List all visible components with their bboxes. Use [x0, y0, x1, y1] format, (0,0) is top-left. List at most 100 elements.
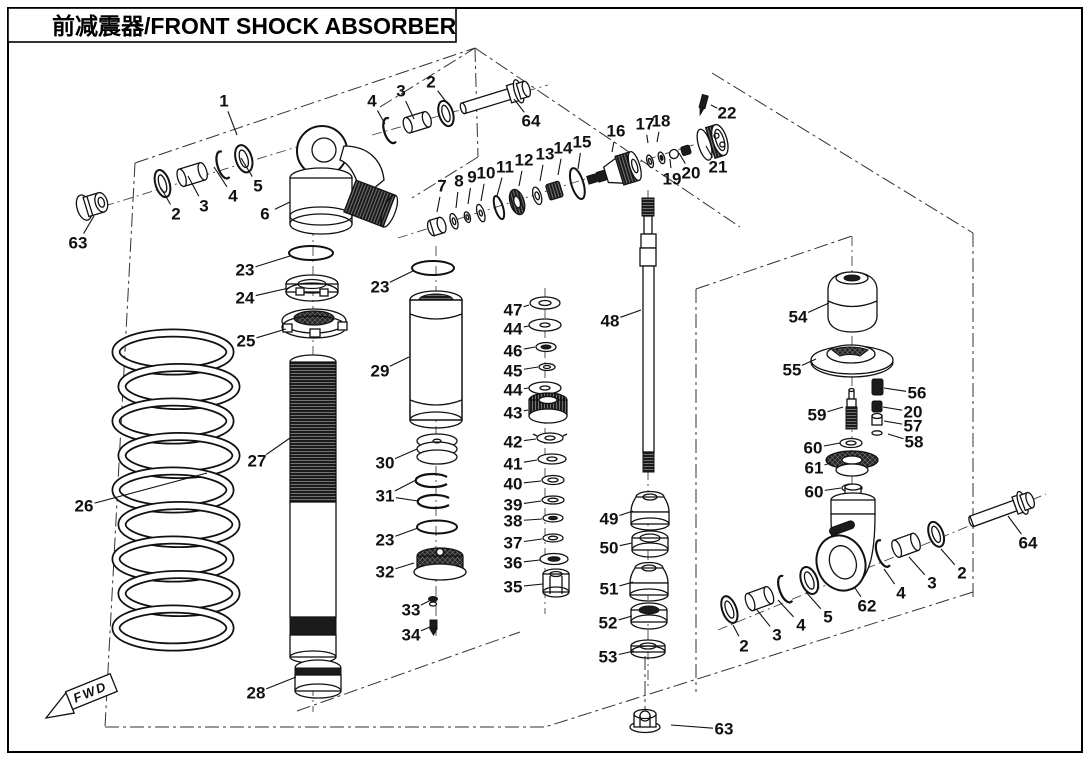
- part-2-seal-washer: [153, 169, 172, 199]
- callout-label-50: 50: [600, 539, 619, 558]
- part-group-reservoir-column: [409, 260, 467, 636]
- part-57-cap: [871, 412, 883, 426]
- part-24-lock-nut: [285, 274, 339, 302]
- callout-label-39: 39: [504, 496, 523, 515]
- callout-label-18: 18: [652, 112, 671, 131]
- callout-leader-line: [908, 556, 926, 576]
- part-23-o-ring: [288, 245, 334, 261]
- callout-leader-line: [805, 591, 822, 610]
- callout-leader-line: [394, 479, 417, 492]
- callout-leader-line: [646, 134, 649, 144]
- title-block: 前减震器/FRONT SHOCK ABSORBER: [7, 7, 457, 43]
- part-64-bolt: [968, 490, 1036, 528]
- callout-leader-line: [669, 158, 672, 169]
- part-group-shim-stack: [528, 296, 570, 598]
- callout-leader-line: [523, 583, 544, 587]
- part-16-adjuster-rod: [586, 150, 642, 186]
- callout-label-11: 11: [496, 158, 514, 177]
- part-5-bearing: [234, 144, 254, 174]
- part-9-washer: [463, 211, 472, 224]
- callout-label-6: 6: [260, 205, 269, 224]
- callout-leader-line: [523, 459, 538, 463]
- part-62-bottom-eyelet: [815, 483, 876, 592]
- part-44-washer: [528, 381, 562, 395]
- part-22-screw: [698, 93, 709, 117]
- callout-label-17: 17: [636, 115, 655, 134]
- callout-leader-line: [777, 599, 794, 618]
- callout-leader-line: [710, 104, 718, 109]
- callout-label-56: 56: [908, 384, 927, 403]
- callout-label-3: 3: [199, 197, 208, 216]
- callout-label-32: 32: [376, 563, 395, 582]
- callout-leader-line: [557, 158, 562, 176]
- callout-label-15: 15: [573, 133, 592, 152]
- callout-label-59: 59: [808, 406, 827, 425]
- part-14-spring: [545, 180, 564, 201]
- part-55-spring-seat: [810, 344, 894, 378]
- part-48-piston-rod: [639, 197, 657, 473]
- callout-label-21: 21: [709, 158, 728, 177]
- part-6-top-eyelet-assembly: [289, 125, 399, 235]
- callout-leader-line: [213, 166, 228, 188]
- callout-label-62: 62: [858, 597, 877, 616]
- callout-leader-line: [940, 548, 956, 566]
- callout-label-38: 38: [504, 512, 523, 531]
- callout-label-2: 2: [171, 205, 180, 224]
- callout-leader-line: [496, 177, 503, 197]
- callout-leader-line: [389, 270, 414, 283]
- part-28-spring-collar: [294, 659, 342, 699]
- part-4-circlip: [777, 574, 794, 604]
- callout-leader-line: [467, 187, 471, 205]
- callout-leader-line: [618, 650, 635, 656]
- callout-leader-line: [420, 600, 430, 606]
- callout-leader-line: [656, 131, 660, 143]
- callout-label-27: 27: [248, 452, 267, 471]
- callout-leader-line: [705, 145, 714, 158]
- part-3-bushing: [744, 585, 775, 612]
- callout-label-7: 7: [437, 177, 446, 196]
- callout-label-28: 28: [247, 684, 266, 703]
- callout-label-2: 2: [957, 564, 966, 583]
- part-39-washer: [541, 495, 565, 505]
- callout-label-51: 51: [600, 580, 619, 599]
- callout-label-3: 3: [396, 82, 405, 101]
- callout-label-34: 34: [402, 626, 421, 645]
- part-53-washer: [630, 639, 666, 659]
- part-50-ring: [631, 530, 669, 558]
- callout-leader-line: [824, 462, 832, 466]
- callout-leader-line: [854, 587, 862, 598]
- callout-label-60: 60: [805, 483, 824, 502]
- part-63-flange-nut: [629, 708, 661, 734]
- part-group-body-column: [281, 245, 348, 699]
- callout-label-26: 26: [75, 497, 94, 516]
- callout-label-2: 2: [426, 73, 435, 92]
- callout-label-35: 35: [504, 578, 523, 597]
- callout-label-4: 4: [228, 187, 238, 206]
- parts-drawing: FWD: [44, 79, 1036, 734]
- part-58-washer: [871, 430, 883, 436]
- part-37-washer: [542, 533, 564, 543]
- page-title: 前减震器/FRONT SHOCK ABSORBER: [52, 13, 457, 39]
- callout-label-23: 23: [371, 278, 390, 297]
- callout-leader-line: [619, 581, 634, 587]
- callout-leader-line: [619, 542, 633, 547]
- callout-label-58: 58: [905, 433, 924, 452]
- title-box: [7, 7, 457, 43]
- part-41-washer: [537, 453, 567, 465]
- callout-label-40: 40: [504, 475, 523, 494]
- part-8-washer: [449, 212, 459, 230]
- callout-label-24: 24: [236, 289, 255, 308]
- callout-label-42: 42: [504, 433, 523, 452]
- part-27-shock-body: [289, 354, 337, 664]
- callout-label-46: 46: [504, 342, 523, 361]
- callout-label-22: 22: [718, 104, 737, 123]
- callout-leader-line: [823, 442, 841, 447]
- part-25-preload-ring: [281, 308, 348, 339]
- part-21-adjuster-knob: [696, 123, 729, 161]
- part-5-bearing: [799, 566, 820, 595]
- callout-label-9: 9: [467, 168, 476, 187]
- part-46-washer: [535, 341, 557, 353]
- callout-leader-line: [394, 448, 418, 460]
- callout-label-55: 55: [783, 361, 802, 380]
